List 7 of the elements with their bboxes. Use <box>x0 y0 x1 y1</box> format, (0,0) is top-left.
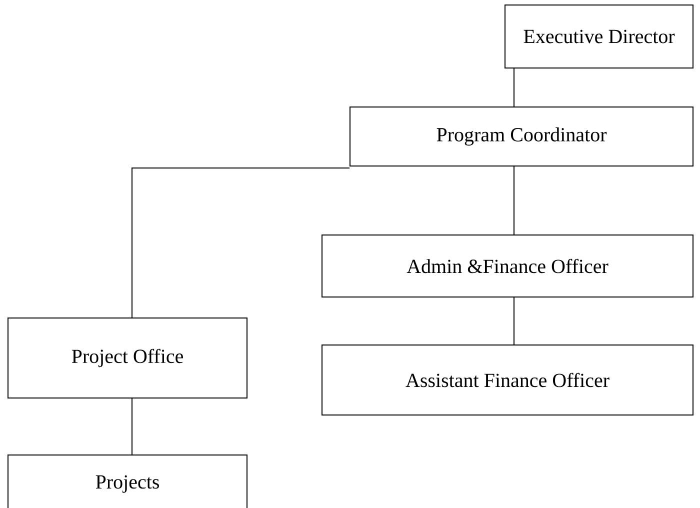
org-box: Admin &Finance Officer <box>322 234 694 298</box>
connector-line <box>132 168 350 318</box>
org-box: Assistant Finance Officer <box>322 344 694 416</box>
org-box: Project Office <box>8 318 248 398</box>
org-box: Projects <box>8 454 248 508</box>
org-box: Executive Director <box>504 4 694 68</box>
org-box: Program Coordinator <box>350 106 694 166</box>
